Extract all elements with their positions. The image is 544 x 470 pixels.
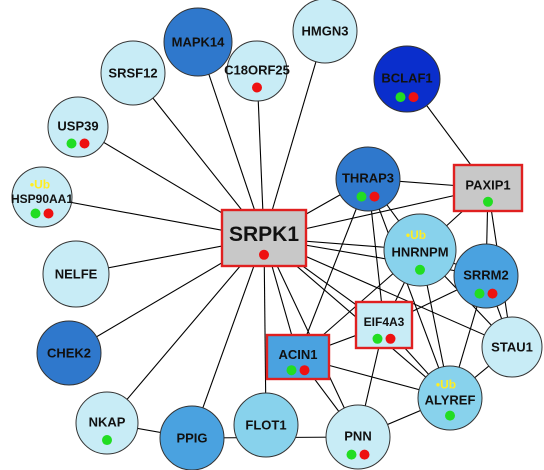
green-dot [395,92,406,103]
node-label: EIF4A3 [364,315,405,329]
node-shape [354,300,414,350]
green-dot [102,435,112,446]
node-bclaf1[interactable]: BCLAF1 [373,45,441,113]
green-dot [415,264,425,275]
node-label: ACIN1 [278,347,317,362]
node-chek2[interactable]: CHEK2 [36,320,102,386]
red-dot [369,191,380,202]
node-srsf12[interactable]: SRSF12 [100,40,166,106]
node-srrm2[interactable]: SRRM2 [453,243,519,309]
node-label: PPIG [176,431,207,446]
node-c18orf25[interactable]: C18ORF25 [224,40,290,102]
node-eif4a3[interactable]: EIF4A3 [354,300,414,350]
edge-srpk1-ppig [191,237,265,439]
green-dot [286,365,297,376]
node-pnn[interactable]: PNN [325,404,391,470]
node-shape [335,146,401,212]
node-shape [42,240,110,308]
node-label: NELFE [55,267,98,282]
node-shape [163,7,233,77]
green-dot [30,208,41,219]
green-dot [346,449,357,460]
node-label: FLOT1 [245,418,286,433]
red-dot [385,333,396,344]
node-nkap[interactable]: NKAP [75,391,139,455]
node-shape [265,333,331,381]
node-shape [159,405,225,470]
red-dot [359,449,370,460]
edge-srpk1-hmgn3 [263,30,326,239]
node-paxip1[interactable]: PAXIP1 [452,163,524,213]
red-dot [259,249,269,260]
green-dot [483,196,493,207]
node-shape [100,40,166,106]
red-dot [252,82,262,93]
node-label: SRPK1 [229,223,299,246]
node-label: SRSF12 [108,66,157,81]
node-label: HNRNPM [391,245,448,260]
edge-thrap3-alyref [367,178,451,399]
node-shape [36,320,102,386]
node-hmgn3[interactable]: HMGN3 [292,0,358,64]
red-dot [408,92,419,103]
green-dot [372,333,383,344]
node-shape [11,166,73,228]
node-shape [233,392,299,458]
node-shape [383,213,457,287]
node-label: HSP90AA1 [11,192,73,206]
red-dot [79,138,90,149]
node-label: THRAP3 [342,171,394,186]
ub-marker: •Ub [30,177,50,191]
node-label: C18ORF25 [224,63,290,78]
node-shape [325,404,391,470]
node-label: BCLAF1 [381,71,432,86]
ub-marker: •Ub [406,228,426,242]
node-flot1[interactable]: FLOT1 [233,392,299,458]
node-shape [453,243,519,309]
green-dot [66,138,77,149]
node-label: ALYREF [425,393,476,408]
node-shape [373,45,441,113]
node-label: PNN [344,429,371,444]
node-thrap3[interactable]: THRAP3 [335,146,401,212]
node-label: USP39 [57,119,98,134]
node-shape [226,40,288,102]
node-label: SRRM2 [463,268,509,283]
green-dot [445,410,455,421]
node-shape [47,96,109,158]
node-shape [481,316,543,378]
edge-srpk1-nkap [106,237,265,424]
node-label: STAU1 [491,340,533,355]
node-ppig[interactable]: PPIG [159,405,225,470]
node-shape [417,365,483,431]
node-nelfe[interactable]: NELFE [42,240,110,308]
green-dot [356,191,367,202]
node-label: HMGN3 [302,24,349,39]
red-dot [299,365,310,376]
node-acin1[interactable]: ACIN1 [265,333,331,381]
node-label: CHEK2 [47,346,91,361]
node-usp39[interactable]: USP39 [47,96,109,158]
node-srpk1[interactable]: SRPK1 [220,208,308,268]
red-dot [487,288,498,299]
red-dot [43,208,54,219]
node-label: MAPK14 [172,35,226,50]
ub-marker: •Ub [436,378,456,392]
green-dot [474,288,485,299]
node-shape [75,391,139,455]
node-shape [292,0,358,64]
node-stau1[interactable]: STAU1 [481,316,543,378]
node-mapk14[interactable]: MAPK14 [163,7,233,77]
node-label: NKAP [89,415,126,430]
node-label: PAXIP1 [465,178,510,193]
